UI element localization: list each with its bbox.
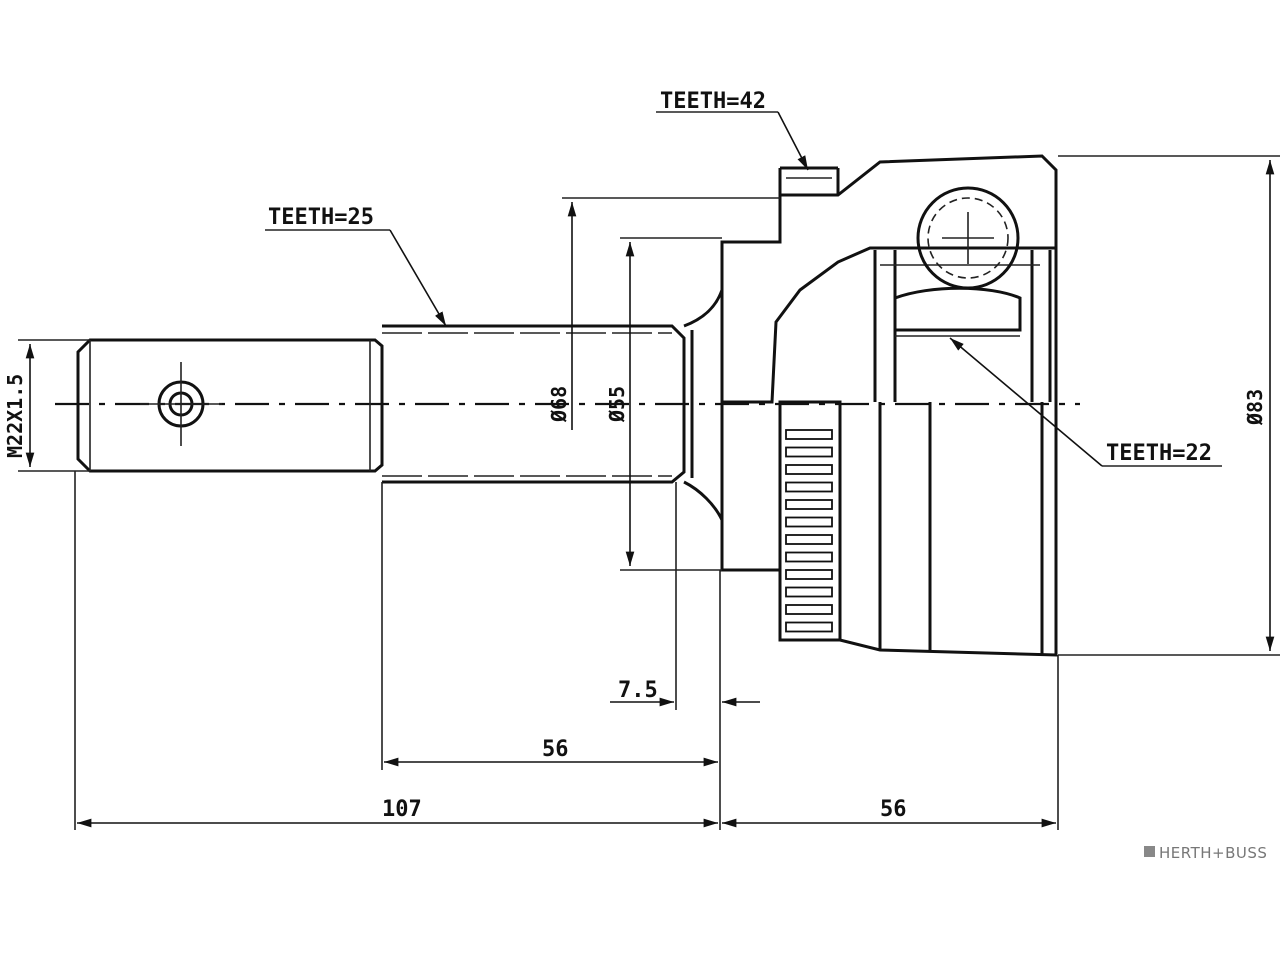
teeth-42-label: TEETH=42 xyxy=(660,89,766,114)
dim-56-shaft-label: 56 xyxy=(542,737,569,762)
dia-83-label: Ø83 xyxy=(1243,389,1267,426)
abs-tooth xyxy=(785,481,833,493)
abs-tooth xyxy=(785,621,833,633)
teeth-25-label: TEETH=25 xyxy=(268,205,374,230)
dia-55-label: Ø55 xyxy=(605,386,629,423)
abs-tooth xyxy=(785,551,833,563)
ball xyxy=(916,186,1020,290)
dimension-lines xyxy=(18,155,1280,830)
abs-tooth xyxy=(785,446,833,458)
outer-housing xyxy=(720,154,1058,657)
abs-tooth xyxy=(785,464,833,475)
abs-tooth xyxy=(785,534,833,545)
dia-68-label: Ø68 xyxy=(547,386,571,423)
teeth-22-label: TEETH=22 xyxy=(1106,441,1212,466)
brand-text: HERTH+BUSS xyxy=(1159,844,1267,862)
abs-tooth xyxy=(785,429,833,440)
dim-56-housing-label: 56 xyxy=(880,797,907,822)
center-hole xyxy=(140,362,222,446)
abs-tooth xyxy=(785,569,833,580)
thread-label: M22X1.5 xyxy=(3,374,27,458)
abs-tooth xyxy=(785,604,833,615)
dim-7-5-label: 7.5 xyxy=(618,678,658,703)
abs-tooth xyxy=(785,586,833,598)
brand-logo: HERTH+BUSS xyxy=(1144,844,1267,862)
abs-tooth xyxy=(785,499,833,510)
abs-tooth xyxy=(785,516,833,528)
inner-race xyxy=(873,250,1052,402)
abs-tone-ring xyxy=(778,400,842,642)
leader-lines xyxy=(265,111,1222,467)
dim-107-label: 107 xyxy=(382,797,422,822)
threaded-stub xyxy=(76,338,384,473)
